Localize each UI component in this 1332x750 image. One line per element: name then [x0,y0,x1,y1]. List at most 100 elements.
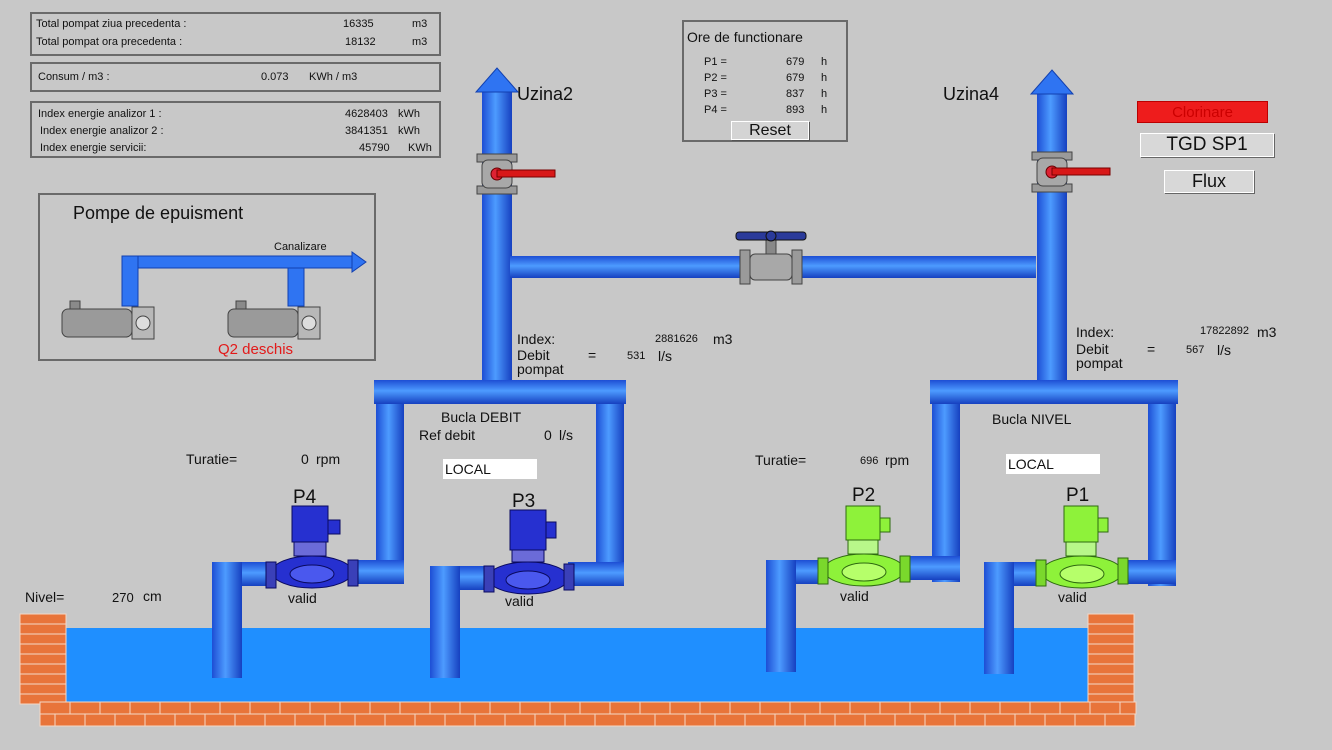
idx1-value: 4628403 [345,108,388,120]
reset-button[interactable]: Reset [731,121,809,140]
ref-debit-label: Ref debit [419,427,476,443]
left-turatie-label: Turatie= [186,451,238,467]
idx3-label: Index energie servicii: [40,142,147,154]
total-hour-value: 18132 [345,36,376,48]
brick [1074,713,1106,727]
brick [99,701,131,715]
uzina4-label: Uzina4 [943,84,1000,104]
brick [19,643,67,655]
left-debit-eq: = [588,347,597,363]
idx1-label: Index energie analizor 1 : [38,108,162,120]
left-index-label: Index: [517,331,556,347]
brick [384,713,416,727]
brick [1087,613,1135,625]
brick [1087,673,1135,685]
brick [1087,683,1135,695]
clorinare-button[interactable]: Clorinare [1137,101,1268,123]
nivel-label: Nivel= [25,589,65,605]
uzina2-label: Uzina2 [517,84,574,104]
left-index-value: 2881626 [655,333,698,345]
pump-p3-status: valid [505,593,534,609]
right-index-value: 17822892 [1200,325,1249,337]
total-day-value: 16335 [343,18,374,30]
hours-title: Ore de functionare [687,29,803,45]
brick [1014,713,1046,727]
brick [414,713,446,727]
brick [54,713,86,727]
total-hour-unit: m3 [412,36,428,48]
brick [894,713,926,727]
brick [969,701,1001,715]
pump-p1-name: P1 [1066,485,1090,506]
pumped-totals-panel: Total pompat ziua precedenta : 16335 m3 … [30,12,441,56]
brick [669,701,701,715]
hours-p1-value: 679 [786,56,805,68]
hours-p2-label: P2 = [704,72,727,84]
brick [474,713,506,727]
brick [879,701,911,715]
pump-p1-icon [1035,505,1129,589]
brick [19,623,67,635]
left-turatie-value: 0 [301,451,309,467]
tgd-sp1-button-label: TGD SP1 [1166,134,1248,155]
idx2-value: 3841351 [345,125,388,137]
brick [939,701,971,715]
left-debit-label: Debit [517,347,550,363]
right-debit-eq: = [1147,341,1156,357]
left-mode-field[interactable]: LOCAL [443,459,537,479]
drain-diagram [61,251,367,340]
brick [19,673,67,685]
brick [159,701,191,715]
hours-p4-unit: h [821,104,828,116]
reset-button-label: Reset [749,121,791,139]
right-turatie-label: Turatie= [755,452,807,468]
brick [324,713,356,727]
flux-button-label: Flux [1191,171,1226,191]
brick [819,701,851,715]
cross-gate-valve-icon [735,230,807,285]
operating-hours-panel: Ore de functionare P1 = 679 h P2 = 679 h… [682,20,848,142]
total-day-unit: m3 [412,18,428,30]
uzina4-valve-icon [1031,151,1111,193]
brick [759,701,791,715]
right-mode-field[interactable]: LOCAL [1006,454,1100,474]
idx1-unit: kWh [398,108,420,120]
right-debit-label: Debit [1076,341,1109,357]
right-debit-unit: l/s [1217,342,1231,358]
brick-wall-right [1087,613,1135,705]
drain-title: Pompe de epuisment [73,203,244,223]
brick [339,701,371,715]
tgd-sp1-button[interactable]: TGD SP1 [1140,133,1274,157]
brick [174,713,206,727]
canal-label: Canalizare [274,241,327,253]
pump-p1-status: valid [1058,589,1087,605]
brick [1059,701,1091,715]
brick [909,701,941,715]
brick [714,713,746,727]
pump-p4-icon [265,505,359,589]
left-index-unit: m3 [713,331,733,347]
drain-motor-2-icon [227,300,321,340]
brick [84,713,116,727]
right-index-unit: m3 [1257,324,1277,340]
brick [834,713,866,727]
bucla-debit-label: Bucla DEBIT [441,409,522,425]
brick [954,713,986,727]
idx2-label: Index energie analizor 2 : [40,125,164,137]
brick-wall-left [19,613,67,705]
brick [444,713,476,727]
clorinare-button-label: Clorinare [1172,103,1233,121]
total-day-label: Total pompat ziua precedenta : [36,18,187,30]
brick [849,701,881,715]
brick [1087,653,1135,665]
pump-p2-status: valid [840,588,869,604]
brick [219,701,251,715]
flux-button[interactable]: Flux [1164,170,1254,193]
brick [129,701,161,715]
left-debit-value: 531 [627,350,646,362]
hours-p1-unit: h [821,56,828,68]
right-pompat-label: pompat [1076,355,1123,371]
idx3-value: 45790 [359,142,390,154]
